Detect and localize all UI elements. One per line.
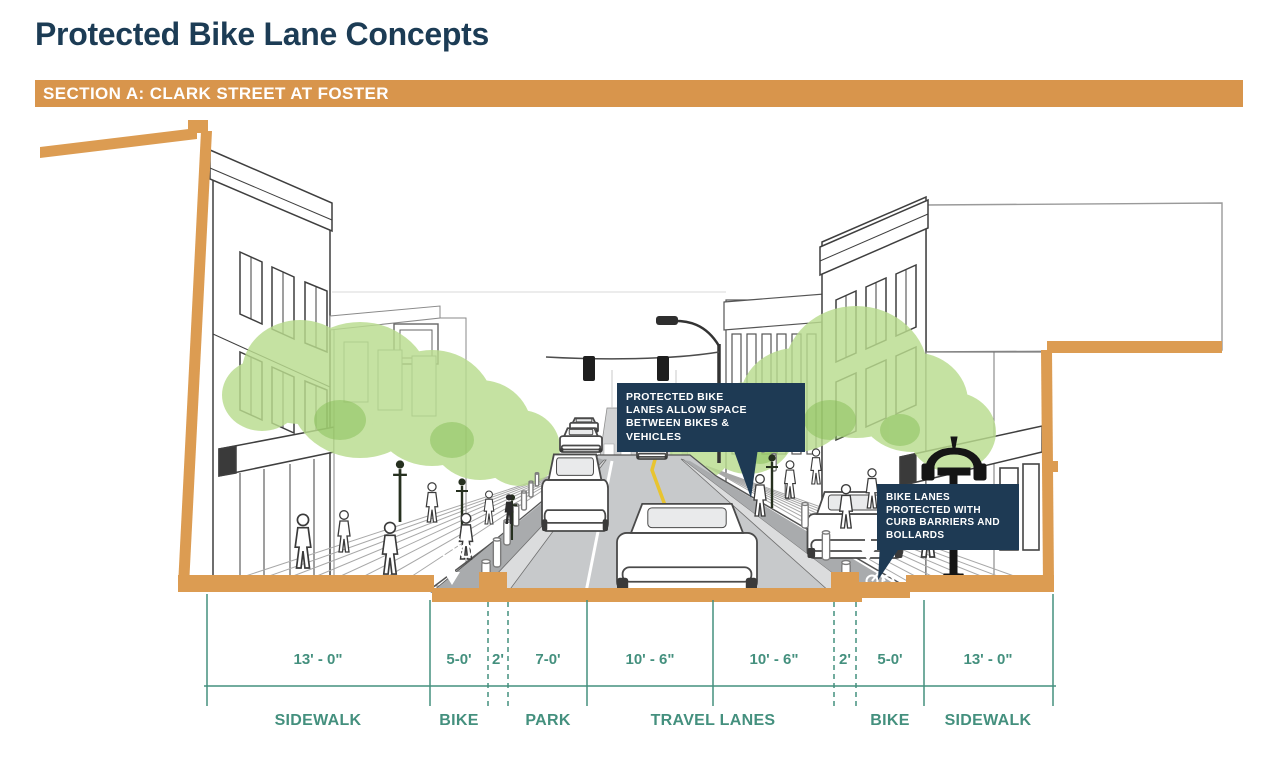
dimension-label-sidewalk-left: SIDEWALK (274, 712, 362, 729)
callout-tail-right (878, 544, 902, 580)
callout-protected-lanes: PROTECTED BIKE LANES ALLOW SPACE BETWEEN… (617, 383, 805, 452)
walker-dark (504, 494, 514, 524)
page-title: Protected Bike Lane Concepts (35, 16, 489, 52)
dimension-label-bike-right: BIKE (870, 712, 910, 729)
cut-band-road (432, 588, 862, 602)
cut-notch-left (479, 572, 507, 590)
dimension-value-sidewalk-right: 13' - 0" (963, 651, 1013, 668)
bike-lane-right (684, 460, 908, 592)
dimension-value-park: 7-0' (535, 651, 561, 668)
callout-line: CURB BARRIERS AND (886, 517, 1000, 529)
section-banner: SECTION A: CLARK STREET AT FOSTER (35, 80, 1243, 107)
dimension-value-bike-right: 5-0' (877, 651, 903, 668)
signal-head (657, 356, 669, 381)
callout-line: LANES ALLOW SPACE (626, 404, 747, 417)
dimension-value-buffer-left: 2' (492, 651, 504, 668)
parked-car (559, 427, 603, 453)
dimension-value-buffer-right: 2' (839, 651, 851, 668)
parked-car (540, 453, 610, 533)
callout-line: PROTECTED BIKE (626, 391, 724, 403)
cut-band-sidewalk-right (906, 575, 1054, 592)
travel-car-center (615, 502, 759, 593)
callout-line: BETWEEN BIKES & (626, 417, 730, 430)
cut-arm-right (1047, 341, 1222, 353)
cut-arm-left (40, 128, 197, 158)
callout-tails (733, 448, 902, 580)
cut-right-vertical (1041, 350, 1054, 584)
dimension-value-sidewalk-left: 13' - 0" (293, 651, 343, 668)
cut-notch-right (831, 572, 859, 590)
callout-curb-barriers: BIKE LANES PROTECTED WITH CURB BARRIERS … (877, 484, 1019, 551)
street-light-head (656, 316, 678, 325)
cut-band-sidewalk-left (178, 575, 434, 592)
dimension-lines (204, 594, 1056, 708)
pedestrians (294, 448, 937, 575)
right-big-facade (925, 202, 1223, 353)
dimension-label-sidewalk-right: SIDEWALK (944, 712, 1032, 729)
dimension-value-bike-left: 5-0' (446, 651, 472, 668)
callout-line: BOLLARDS (886, 529, 945, 541)
dimension-label-bike-left: BIKE (439, 712, 479, 729)
callout-line: PROTECTED WITH (886, 504, 981, 516)
dimension-label-travel-lanes: TRAVEL LANES (650, 712, 776, 729)
dimension-value-travel-left: 10' - 6" (625, 651, 675, 668)
callout-line: BIKE LANES (886, 492, 951, 503)
callout-line: VEHICLES (626, 430, 682, 443)
dimension-value-travel-right: 10' - 6" (749, 651, 799, 668)
section-cut-line (40, 120, 1222, 602)
bike-symbol-left (441, 538, 473, 585)
signal-head (583, 356, 595, 381)
cut-left-vertical (178, 131, 212, 586)
callout-tail-left (733, 448, 758, 498)
dimension-label-park: PARK (525, 712, 571, 729)
